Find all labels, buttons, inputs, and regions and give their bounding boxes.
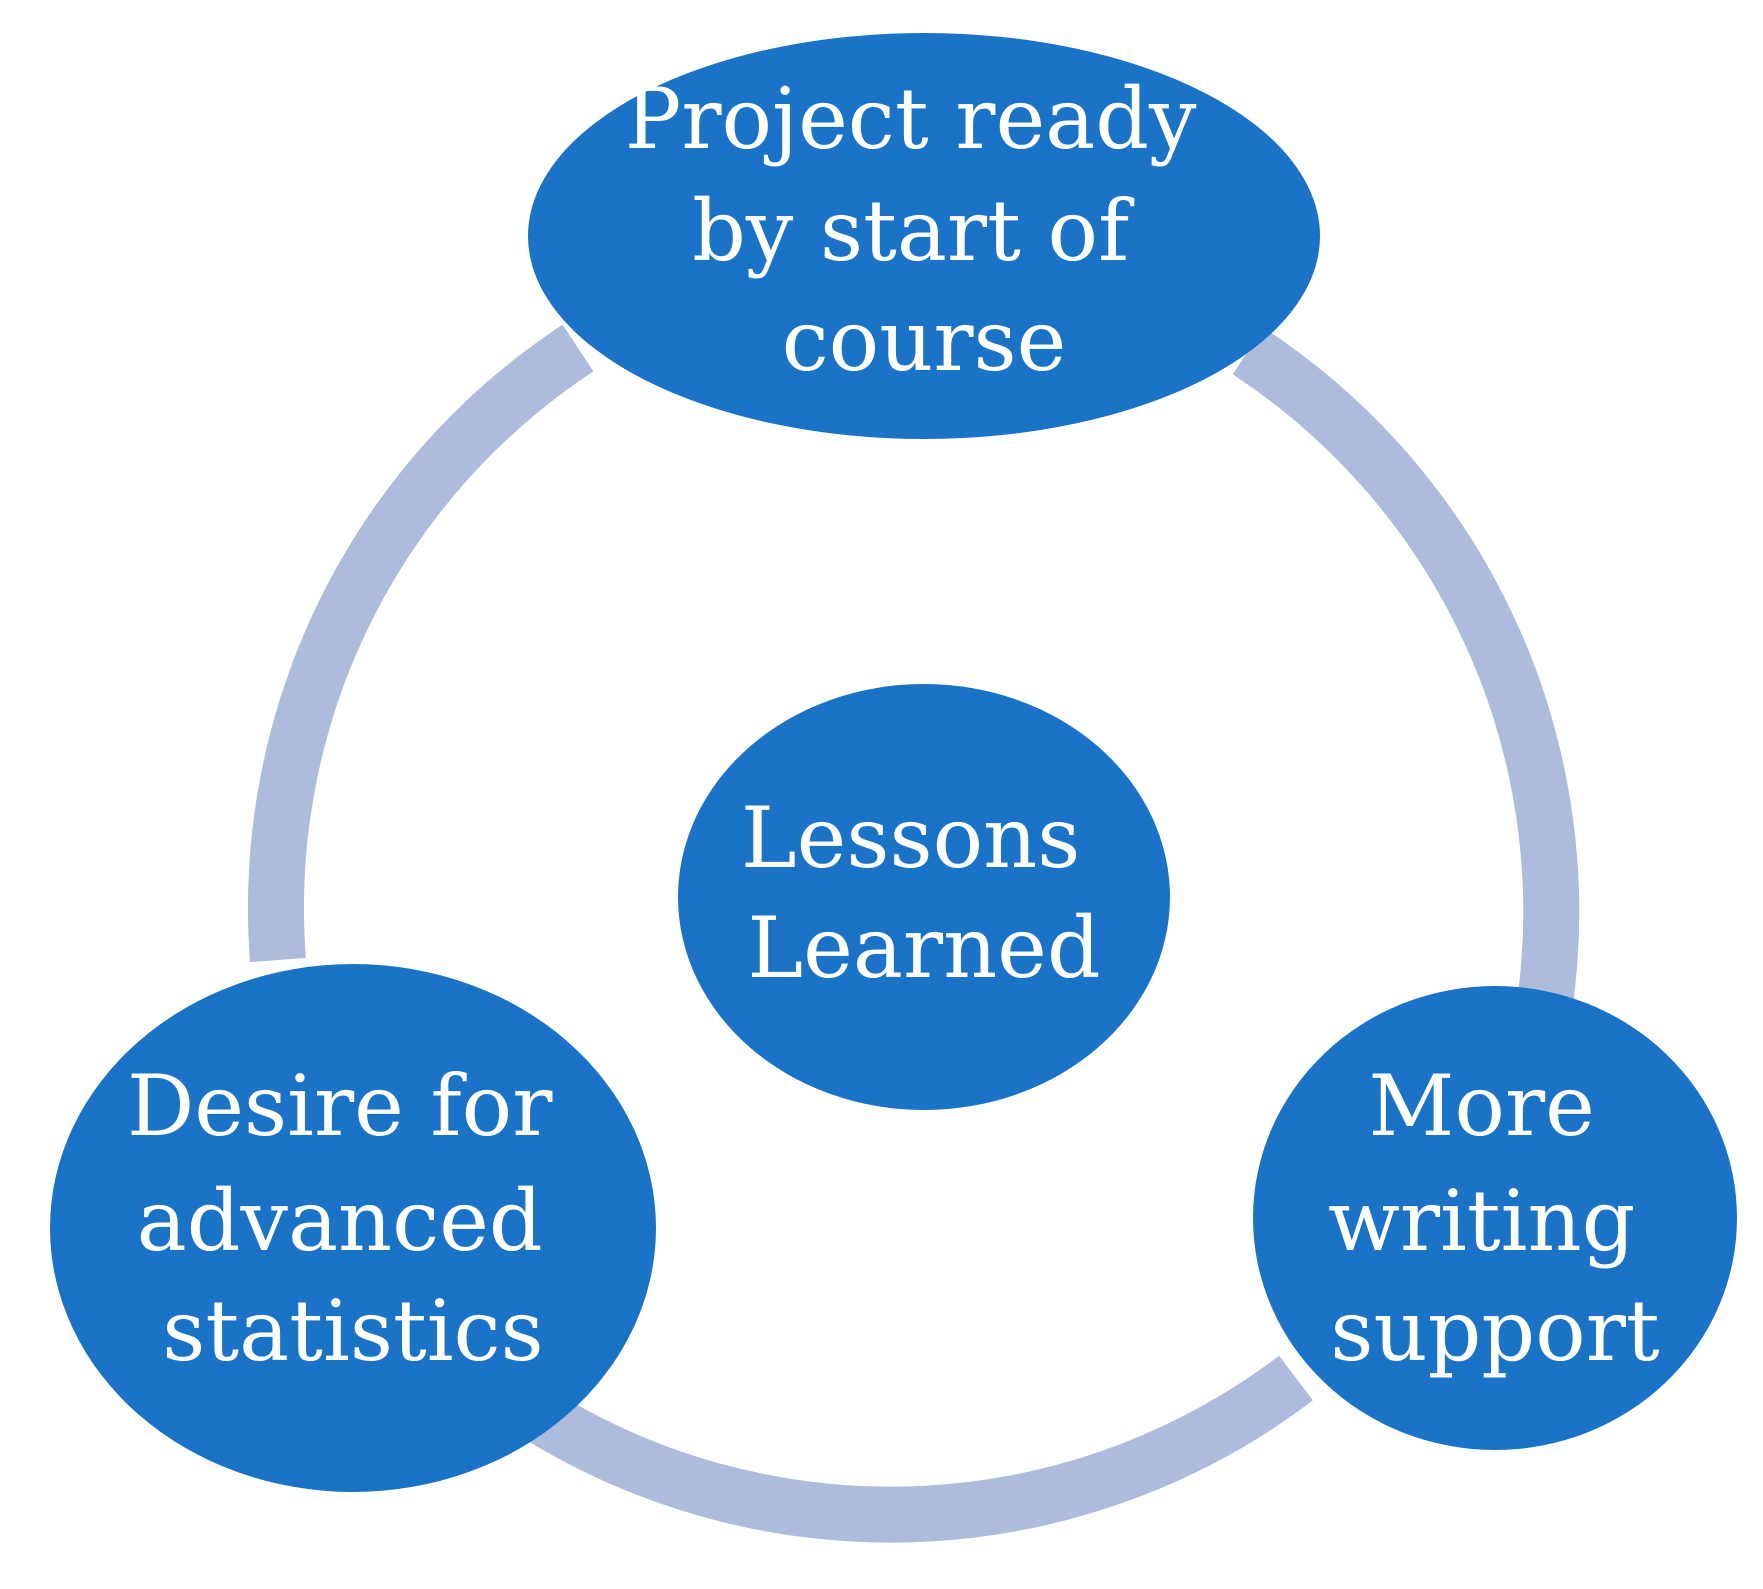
node-writing-support-circle — [1253, 986, 1737, 1450]
node-advanced-statistics: Desire for advanced statistics — [50, 964, 656, 1492]
node-writing-support: More writing support — [1253, 986, 1737, 1450]
center-line-2: Learned — [747, 899, 1100, 997]
ring-arc-right-left — [529, 1355, 1313, 1543]
node-writing-support-label: More writing support — [1328, 1057, 1662, 1380]
node-project-ready-line-1: Project ready — [625, 70, 1197, 168]
node-writing-support-line-3: support — [1330, 1282, 1659, 1380]
cycle-ring — [248, 324, 1580, 1543]
node-advanced-statistics-line-2: advanced — [137, 1172, 543, 1270]
node-project-ready: Project ready by start of course — [528, 33, 1320, 439]
node-advanced-statistics-line-1: Desire for — [127, 1057, 553, 1155]
center-line-1: Lessons — [741, 789, 1081, 887]
center-node-circle — [678, 684, 1170, 1110]
node-project-ready-line-2: by start of — [692, 182, 1135, 280]
center-node-label: Lessons Learned — [741, 789, 1107, 997]
ring-arc-top-right — [1232, 327, 1580, 1015]
node-writing-support-line-1: More — [1368, 1057, 1594, 1155]
ring-arc-left-top — [248, 324, 594, 963]
node-advanced-statistics-line-3: statistics — [162, 1282, 543, 1380]
node-project-ready-ellipse — [528, 33, 1320, 439]
node-project-ready-label: Project ready by start of course — [625, 70, 1223, 390]
node-writing-support-line-2: writing — [1328, 1172, 1635, 1270]
node-advanced-statistics-label: Desire for advanced statistics — [127, 1057, 579, 1380]
node-project-ready-line-3: course — [782, 292, 1067, 390]
center-node: Lessons Learned — [678, 684, 1170, 1110]
node-advanced-statistics-circle — [50, 964, 656, 1492]
